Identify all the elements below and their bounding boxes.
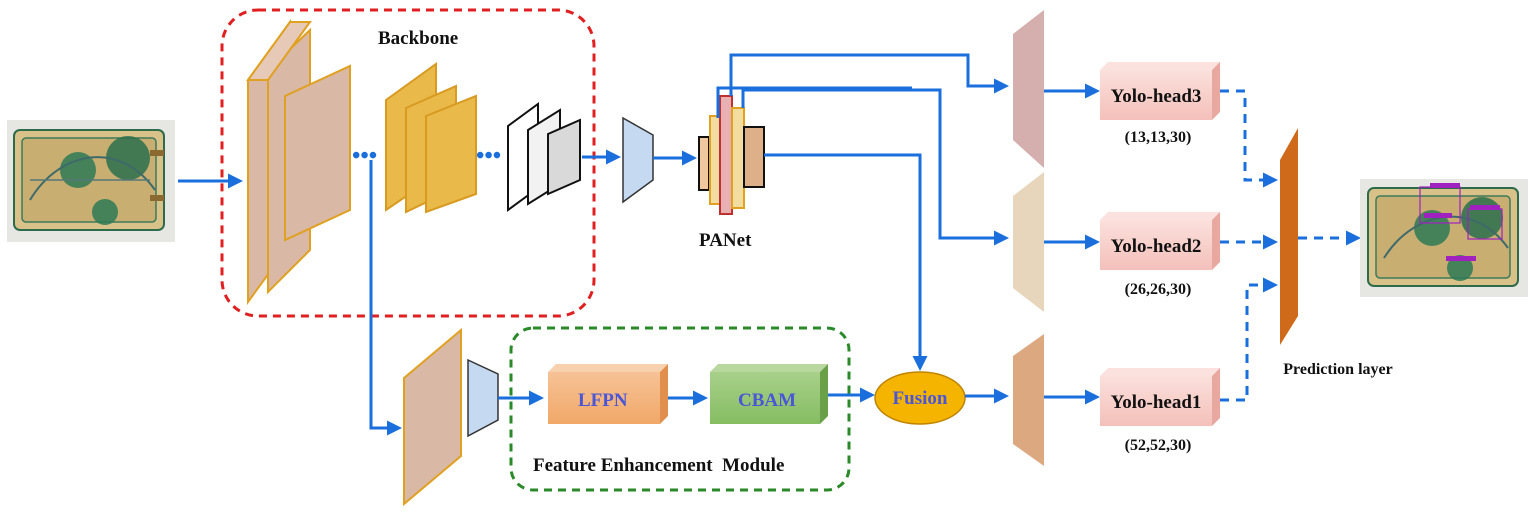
prediction-label: Prediction layer xyxy=(1283,361,1392,378)
shallow-downsample xyxy=(467,358,499,438)
prediction-layer xyxy=(1280,128,1298,345)
ellipsis-2: ••• xyxy=(476,143,501,169)
head-layer-1 xyxy=(1013,334,1044,466)
yolo-head2-label: Yolo-head2 xyxy=(1111,236,1202,257)
backbone-label: Backbone xyxy=(378,28,458,49)
yolo-head3-label: Yolo-head3 xyxy=(1111,86,1202,107)
fem-box xyxy=(509,326,851,492)
yolo-head1-label: Yolo-head1 xyxy=(1111,392,1202,413)
cbam-block xyxy=(710,364,828,424)
panet-block xyxy=(698,95,765,215)
backbone-gray-feature-maps xyxy=(507,102,581,212)
cbam-label: CBAM xyxy=(738,390,796,411)
arrow-panet-to-layer2 xyxy=(741,88,1009,246)
yolo-head3 xyxy=(1100,62,1220,120)
shallow-feature-map xyxy=(403,327,462,507)
backbone-yellow-feature-maps xyxy=(385,62,477,214)
lfpn-block xyxy=(548,364,668,424)
arrow-backbone-to-shallow xyxy=(369,160,402,436)
panet-label: PANet xyxy=(699,230,752,251)
yolo-head1-shape: (52,52,30) xyxy=(1125,437,1192,454)
head-layer-2 xyxy=(1013,172,1044,312)
backbone-box xyxy=(220,8,596,318)
yolo-head2-shape: (26,26,30) xyxy=(1125,281,1192,298)
output-image xyxy=(1360,179,1528,297)
input-image xyxy=(7,120,175,242)
lfpn-label: LFPN xyxy=(578,390,628,411)
yolo-head1 xyxy=(1100,368,1220,426)
dashed-head3-to-prediction xyxy=(1220,89,1278,188)
dashed-head1-to-prediction xyxy=(1220,277,1278,402)
head-layer-3 xyxy=(1013,10,1044,168)
fusion-label: Fusion xyxy=(893,388,948,409)
arrow-panet-to-layer3 xyxy=(729,53,1009,96)
arrow-panet-connector xyxy=(716,86,912,118)
yolo-head2 xyxy=(1100,212,1220,270)
ellipsis-1: ••• xyxy=(352,143,377,169)
spp-block xyxy=(622,116,654,204)
fem-label: Feature Enhancement Module xyxy=(533,455,784,476)
fusion-node xyxy=(874,371,966,425)
backbone-large-feature-maps xyxy=(246,18,351,306)
arrow-panet-to-fusion xyxy=(764,153,928,371)
yolo-head3-shape: (13,13,30) xyxy=(1125,129,1192,146)
